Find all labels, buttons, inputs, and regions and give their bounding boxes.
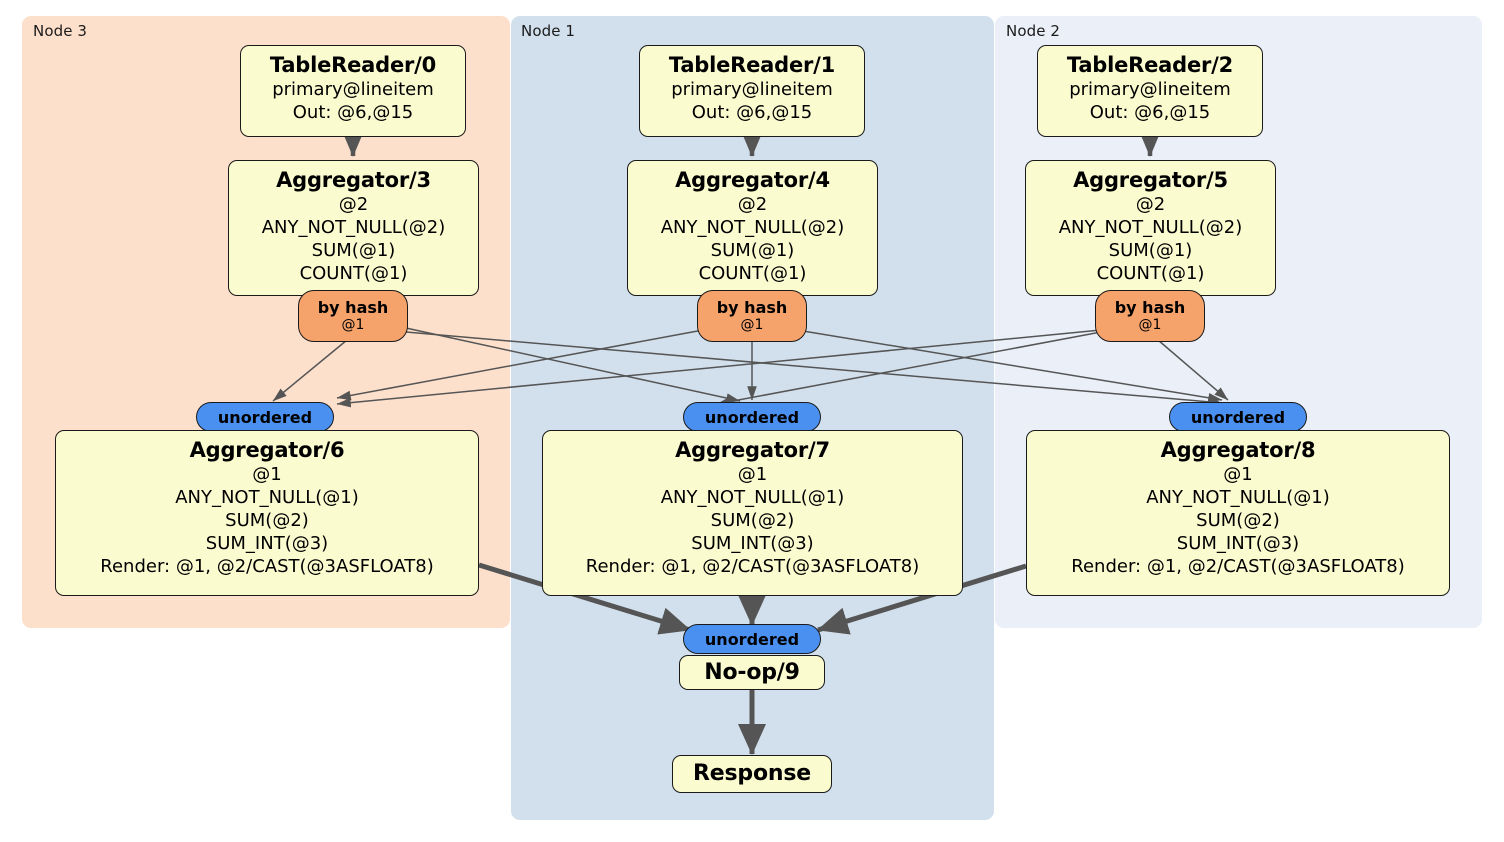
processor-response[interactable]: Response — [672, 755, 832, 793]
edge-hash5-recv7 — [716, 331, 1102, 407]
processor-title: Aggregator/5 — [1073, 168, 1228, 192]
node-label-node1: Node 1 — [521, 22, 576, 40]
processor-title: Aggregator/7 — [675, 438, 830, 462]
receiver-unordered-agg7[interactable]: unordered — [683, 402, 821, 432]
processor-detail: ANY_NOT_NULL(@2) — [261, 217, 446, 238]
processor-detail: @2 — [338, 194, 369, 215]
processor-detail: SUM(@2) — [225, 510, 309, 531]
processor-detail: Out: @6,@15 — [1089, 102, 1211, 123]
processor-title: TableReader/1 — [668, 53, 836, 77]
edge-agg6-recv9 — [478, 562, 691, 635]
processor-title: Aggregator/3 — [276, 168, 431, 192]
processor-aggregator-4[interactable]: Aggregator/4 @2 ANY_NOT_NULL(@2) SUM(@1)… — [627, 160, 878, 296]
router-by-hash-3[interactable]: by hash @1 — [298, 290, 408, 342]
processor-detail: ANY_NOT_NULL(@1) — [660, 487, 845, 508]
processor-render-expr: Render: @1, @2/CAST(@3ASFLOAT8) — [100, 556, 434, 577]
processor-detail: primary@lineitem — [671, 79, 833, 100]
processor-aggregator-8[interactable]: Aggregator/8 @1 ANY_NOT_NULL(@1) SUM(@2)… — [1026, 430, 1450, 596]
processor-detail: COUNT(@1) — [299, 263, 408, 284]
edge-hash4-recv8 — [802, 330, 1223, 403]
processor-title: TableReader/2 — [1066, 53, 1234, 77]
processor-aggregator-7[interactable]: Aggregator/7 @1 ANY_NOT_NULL(@1) SUM(@2)… — [542, 430, 963, 596]
edge-agg8-recv9 — [817, 563, 1027, 635]
processor-detail: @2 — [1135, 194, 1166, 215]
processor-detail: SUM(@1) — [1108, 240, 1193, 261]
router-by-hash-5[interactable]: by hash @1 — [1095, 290, 1205, 342]
processor-detail: ANY_NOT_NULL(@1) — [175, 487, 359, 508]
receiver-unordered-agg8[interactable]: unordered — [1169, 402, 1307, 432]
edge-hash5-recv8 — [1157, 339, 1229, 401]
router-key: @1 — [740, 317, 764, 333]
processor-detail: @1 — [737, 464, 768, 485]
edge-hash4-recv6 — [336, 329, 704, 401]
processor-render-expr: Render: @1, @2/CAST(@3ASFLOAT8) — [585, 556, 920, 577]
router-title: by hash — [1114, 298, 1186, 317]
edge-hash3-recv6 — [272, 339, 348, 402]
processor-aggregator-6[interactable]: Aggregator/6 @1 ANY_NOT_NULL(@1) SUM(@2)… — [55, 430, 479, 596]
processor-detail: primary@lineitem — [1069, 79, 1231, 100]
processor-detail: @2 — [737, 194, 768, 215]
processor-detail: primary@lineitem — [272, 79, 434, 100]
processor-title: TableReader/0 — [269, 53, 437, 77]
processor-title: Aggregator/8 — [1160, 438, 1316, 462]
edge-hash3-recv8 — [405, 331, 1223, 407]
processor-detail: @1 — [252, 464, 282, 485]
processor-detail: SUM_INT(@3) — [1176, 533, 1300, 554]
router-title: by hash — [716, 298, 788, 317]
processor-detail: ANY_NOT_NULL(@1) — [1146, 487, 1330, 508]
processor-tablereader-2[interactable]: TableReader/2 primary@lineitem Out: @6,@… — [1037, 45, 1263, 137]
processor-tablereader-0[interactable]: TableReader/0 primary@lineitem Out: @6,@… — [240, 45, 466, 137]
processor-detail: SUM(@2) — [710, 510, 795, 531]
processor-detail: SUM_INT(@3) — [691, 533, 814, 554]
router-title: by hash — [317, 298, 389, 317]
processor-detail: ANY_NOT_NULL(@2) — [660, 217, 845, 238]
processor-title: Response — [693, 761, 811, 786]
receiver-unordered-agg6[interactable]: unordered — [196, 402, 334, 432]
processor-detail: COUNT(@1) — [1096, 263, 1205, 284]
receiver-unordered-final[interactable]: unordered — [683, 624, 821, 654]
router-key: @1 — [341, 317, 365, 333]
router-by-hash-4[interactable]: by hash @1 — [697, 290, 807, 342]
processor-aggregator-3[interactable]: Aggregator/3 @2 ANY_NOT_NULL(@2) SUM(@1)… — [228, 160, 479, 296]
processor-noop-9[interactable]: No-op/9 — [679, 655, 825, 690]
processor-render-expr: Render: @1, @2/CAST(@3ASFLOAT8) — [1071, 556, 1405, 577]
processor-detail: @1 — [1223, 464, 1253, 485]
processor-detail: SUM(@2) — [1196, 510, 1280, 531]
router-key: @1 — [1138, 317, 1162, 333]
processor-title: Aggregator/4 — [675, 168, 830, 192]
processor-title: Aggregator/6 — [189, 438, 345, 462]
processor-detail: SUM(@1) — [311, 240, 396, 261]
node-label-node3: Node 3 — [33, 22, 88, 40]
processor-title: No-op/9 — [704, 659, 800, 685]
edge-hash5-recv6 — [336, 329, 1102, 408]
processor-detail: SUM(@1) — [710, 240, 795, 261]
processor-tablereader-1[interactable]: TableReader/1 primary@lineitem Out: @6,@… — [639, 45, 865, 137]
node-label-node2: Node 2 — [1006, 22, 1061, 40]
processor-detail: COUNT(@1) — [698, 263, 807, 284]
edge-hash3-recv7 — [405, 327, 741, 403]
processor-detail: Out: @6,@15 — [292, 102, 414, 123]
processor-detail: Out: @6,@15 — [691, 102, 813, 123]
processor-detail: SUM_INT(@3) — [205, 533, 329, 554]
processor-detail: ANY_NOT_NULL(@2) — [1058, 217, 1243, 238]
processor-aggregator-5[interactable]: Aggregator/5 @2 ANY_NOT_NULL(@2) SUM(@1)… — [1025, 160, 1276, 296]
